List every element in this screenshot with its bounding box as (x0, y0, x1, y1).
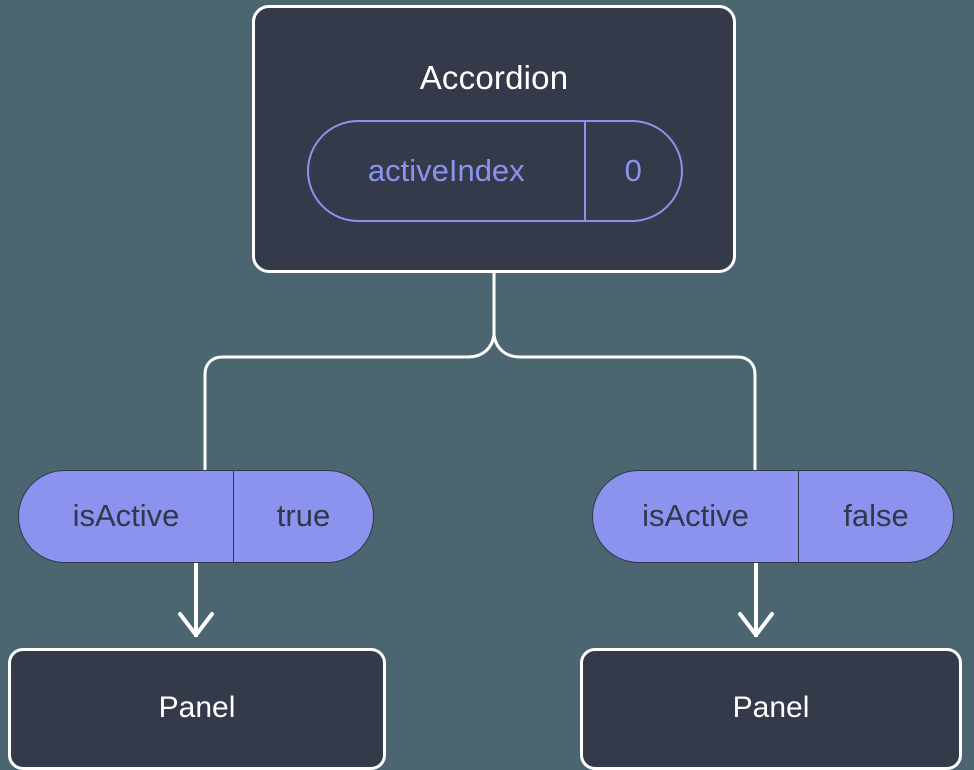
accordion-node-title: Accordion (419, 59, 569, 96)
prop-pill-is-active-true-value: true (233, 471, 373, 562)
prop-pill-is-active-true-key: isActive (72, 498, 180, 533)
panel-node-left[interactable]: Panel (8, 648, 386, 770)
panel-node-right[interactable]: Panel (580, 648, 962, 770)
arrow-head-left (178, 612, 214, 637)
panel-node-left-title: Panel (158, 691, 236, 724)
prop-pill-is-active-false[interactable]: isActive false (592, 470, 954, 563)
state-pill-active-index-value: 0 (583, 122, 681, 220)
prop-pill-is-active-false-key: isActive (642, 498, 749, 533)
arrow-head-right (738, 612, 774, 637)
fork-branch-right (492, 333, 757, 472)
prop-pill-is-active-true[interactable]: isActive true (18, 470, 374, 563)
panel-node-right-title: Panel (732, 691, 810, 724)
state-pill-active-index-key: activeIndex (367, 152, 525, 188)
fork-branch-left (203, 333, 496, 472)
prop-pill-is-active-false-value: false (798, 471, 953, 562)
state-pill-active-index[interactable]: activeIndex 0 (307, 120, 683, 222)
